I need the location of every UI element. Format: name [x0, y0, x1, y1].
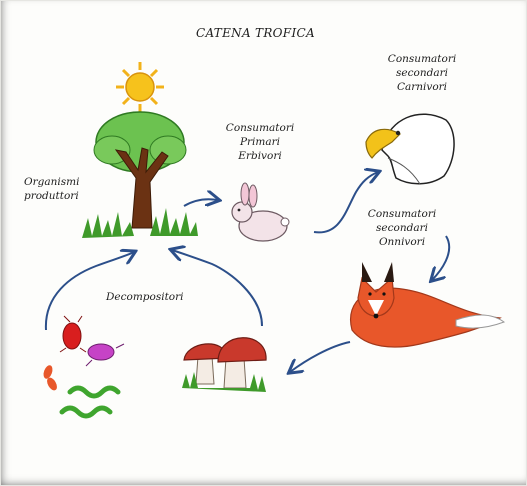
rabbit-icon	[232, 183, 289, 241]
sun-icon	[116, 62, 164, 112]
arrow-fox-to-mushrooms	[290, 342, 350, 372]
bacteria-icon	[42, 316, 124, 416]
mushrooms-icon	[182, 338, 266, 392]
arrow-rabbit-to-eagle	[314, 172, 378, 232]
eagle-icon	[366, 114, 454, 184]
arrow-eagle-to-fox	[432, 236, 449, 280]
arrow-tree-to-rabbit	[184, 199, 218, 206]
tree-icon	[94, 112, 186, 228]
arrow-bacteria-to-tree	[46, 252, 134, 330]
arrow-mushrooms-to-tree	[172, 250, 262, 326]
fox-icon	[351, 262, 504, 347]
